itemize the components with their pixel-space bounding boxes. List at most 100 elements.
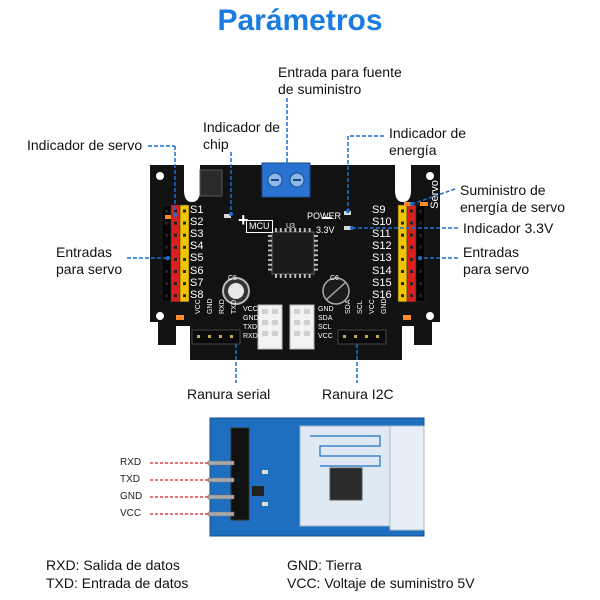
chip-pin xyxy=(294,228,297,232)
header-pin xyxy=(174,294,177,298)
v33-led xyxy=(344,226,351,230)
header-pin xyxy=(410,221,413,225)
header-pin xyxy=(174,270,177,273)
header-pin xyxy=(197,335,200,338)
header-pin xyxy=(183,233,186,237)
header-pin xyxy=(419,221,422,225)
chip-pin xyxy=(314,235,318,237)
callout-i2c-slot: Ranura I2C xyxy=(322,386,394,402)
module-pin-label: GND xyxy=(120,491,143,502)
header-pin xyxy=(183,257,186,261)
i2c-pin-label: GND xyxy=(381,298,388,314)
callout-servo-indicator: Indicador de servo xyxy=(27,137,143,153)
svg-text:+: + xyxy=(238,210,249,230)
header-pin xyxy=(174,221,177,225)
header-pin xyxy=(165,221,168,225)
chip-pin xyxy=(308,228,311,232)
serial-pin-label: RXD xyxy=(243,333,258,340)
channel-label: S1 xyxy=(190,204,204,216)
header-pin xyxy=(183,270,186,273)
header-pin xyxy=(401,294,404,298)
legend-rxd: RXD: Salida de datos xyxy=(46,557,180,573)
module-chip xyxy=(329,467,363,501)
header-pin xyxy=(219,335,222,338)
header-column xyxy=(406,204,417,303)
header-pin xyxy=(165,233,168,237)
serial-module xyxy=(209,417,425,537)
header-column xyxy=(397,204,408,303)
chip-pin xyxy=(275,228,277,232)
servo-power-led xyxy=(404,202,412,206)
header-pin xyxy=(208,335,211,338)
header-pin xyxy=(419,245,422,249)
callout-power-indicator-2: energía xyxy=(389,142,437,158)
module-pin xyxy=(207,477,235,483)
chip-pin xyxy=(294,274,297,278)
legend-vcc: VCC: Voltaje de suministro 5V xyxy=(287,575,475,591)
legend-gnd: GND: Tierra xyxy=(287,557,362,573)
header-pin xyxy=(419,209,422,213)
chip-pin xyxy=(303,228,306,232)
header-pin xyxy=(410,294,413,298)
chip-pin xyxy=(303,274,306,278)
mcu-label: MCU xyxy=(246,220,273,233)
serial-pin-header xyxy=(191,329,241,345)
channel-label: S15 xyxy=(372,276,392,289)
chip-pin xyxy=(284,274,287,278)
callout-power-indicator-1: Indicador de xyxy=(389,125,467,141)
callout-servo-power-2: energía de servo xyxy=(460,199,566,215)
chip-pin xyxy=(314,254,318,257)
header-pin xyxy=(165,257,168,261)
v33-label: 3.3V xyxy=(316,225,335,235)
chip-pin xyxy=(268,254,272,257)
header-pin xyxy=(410,257,413,261)
header-pin xyxy=(419,270,422,273)
header-pin xyxy=(174,209,177,213)
chip-pin xyxy=(289,274,292,278)
power-led xyxy=(344,211,351,215)
header-pin xyxy=(419,294,422,298)
chip-pin xyxy=(314,263,318,266)
header-pin xyxy=(174,257,177,261)
module-pin-label: RXD xyxy=(120,457,142,468)
header-pin xyxy=(401,209,404,213)
serial-socket xyxy=(257,304,283,350)
header-pin xyxy=(401,257,404,261)
chip-pin xyxy=(268,249,272,252)
chip-pin xyxy=(279,274,282,278)
i2c-pin-header xyxy=(337,329,387,345)
header-pin xyxy=(401,221,404,225)
cap-c5: C5 xyxy=(228,275,237,282)
chip-pin xyxy=(268,268,272,271)
channel-label: S2 xyxy=(190,216,204,229)
serial-pin-label: TXD xyxy=(243,324,257,331)
header-pin xyxy=(183,221,186,225)
header-pin xyxy=(419,282,422,286)
channel-label: S10 xyxy=(372,216,392,229)
chip-pin xyxy=(308,274,311,278)
chip-pin xyxy=(275,274,277,278)
servo-led xyxy=(165,215,171,219)
header-column xyxy=(179,204,190,303)
module-pin xyxy=(207,511,235,517)
i2c-pin-label: GND xyxy=(318,306,334,313)
header-pin xyxy=(165,282,168,286)
callout-servo-inputs-left-1: Entradas xyxy=(56,244,113,260)
module-pin-label: TXD xyxy=(120,474,140,485)
channel-label: S5 xyxy=(190,252,204,265)
power-terminal-block xyxy=(261,162,311,198)
callout-3v3-indicator: Indicador 3.3V xyxy=(463,220,554,236)
electrolytic-capacitor xyxy=(222,277,250,305)
module-pin xyxy=(207,494,235,500)
i2c-pin-label: VCC xyxy=(318,333,333,340)
header-pin xyxy=(174,233,177,237)
channel-label: S16 xyxy=(372,288,392,301)
servo-header-right xyxy=(397,204,426,303)
chip-pin xyxy=(268,263,272,266)
serial-pin-label: VCC xyxy=(243,306,258,313)
header-pin xyxy=(401,233,404,237)
header-pin xyxy=(410,233,413,237)
callout-servo-inputs-left-2: para servo xyxy=(56,261,123,277)
callout-servo-power-1: Suministro de xyxy=(460,182,546,198)
